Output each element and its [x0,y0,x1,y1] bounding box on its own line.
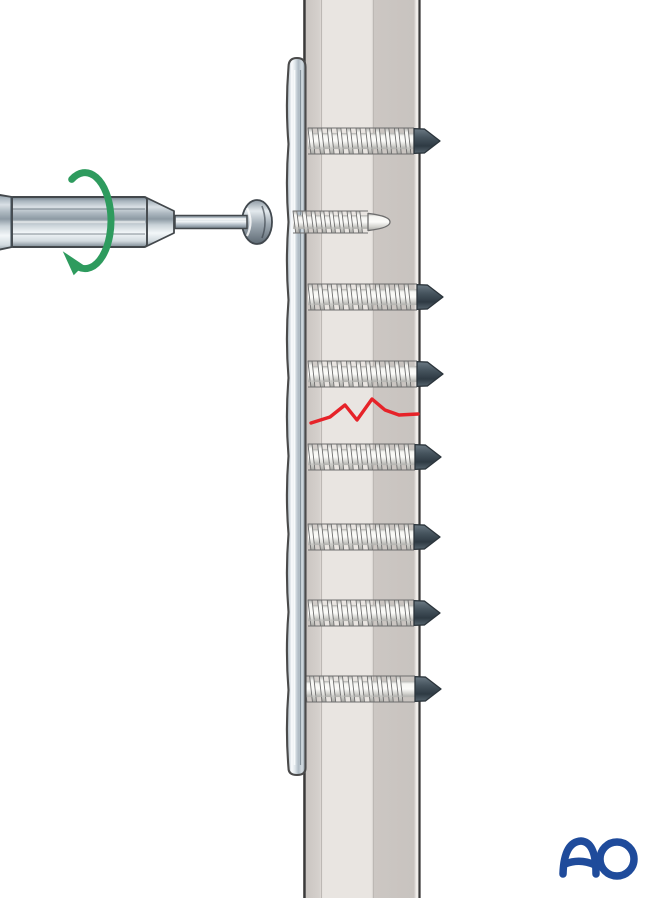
logo-ao [559,837,638,880]
screw-8 [299,675,442,703]
rotation-arrow [62,169,115,276]
screwdriver-handle [9,196,148,248]
screw-3 [307,283,444,311]
screw-7 [307,599,441,627]
screw-layer [299,127,444,703]
screw-head [241,199,273,245]
fracture-line [309,397,420,425]
screw-5 [307,443,442,471]
screw-2 [292,210,391,234]
screwdriver-end-cap [0,194,13,251]
screw-6 [307,523,441,551]
screwdriver-collar [144,196,175,248]
screwdriver-shaft [174,214,248,230]
fixation-plate [285,56,307,777]
screw-4 [307,360,444,388]
screw-1 [307,127,441,155]
